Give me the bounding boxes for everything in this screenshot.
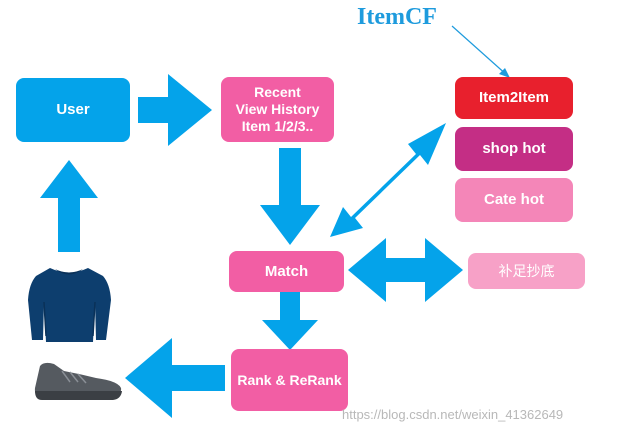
arrow-match-to-rank bbox=[262, 292, 318, 350]
rank-node: Rank & ReRank bbox=[231, 349, 348, 411]
title-pointer-head bbox=[499, 68, 510, 78]
match-node: Match bbox=[229, 251, 344, 292]
fill-node: 补足抄底 bbox=[468, 253, 585, 289]
rank-label: Rank & ReRank bbox=[237, 372, 342, 388]
recent-history-node: Recent View History Item 1/2/3.. bbox=[221, 77, 334, 142]
user-label: User bbox=[56, 101, 90, 118]
sneaker-icon bbox=[34, 362, 122, 400]
fill-label: 补足抄底 bbox=[498, 263, 555, 279]
arrow-sweater-to-user bbox=[40, 160, 98, 252]
cate-hot-node: Cate hot bbox=[455, 178, 573, 222]
arrow-user-to-recent bbox=[138, 74, 212, 146]
recent-label-line1: Recent bbox=[254, 84, 301, 100]
recent-label-line3: Item 1/2/3.. bbox=[241, 118, 314, 134]
item2item-label: Item2Item bbox=[478, 89, 550, 106]
arrow-rank-to-sneaker bbox=[125, 338, 225, 418]
item2item-node: Item2Item bbox=[455, 77, 573, 119]
title-pointer-line bbox=[451, 25, 509, 77]
arrow-match-itemcf-double bbox=[330, 123, 446, 237]
match-label: Match bbox=[264, 262, 309, 280]
diagram-title: ItemCF bbox=[357, 4, 437, 30]
recent-label-line2: View History bbox=[235, 101, 320, 117]
watermark: https://blog.csdn.net/weixin_41362649 bbox=[342, 407, 564, 422]
user-node: User bbox=[16, 78, 130, 142]
cate-hot-label: Cate hot bbox=[484, 191, 544, 208]
shop-hot-node: shop hot bbox=[455, 127, 573, 171]
arrow-match-fill-double bbox=[348, 238, 463, 302]
sweater-icon bbox=[28, 268, 111, 342]
shop-hot-label: shop hot bbox=[482, 140, 546, 157]
arrow-recent-to-match bbox=[260, 148, 320, 245]
